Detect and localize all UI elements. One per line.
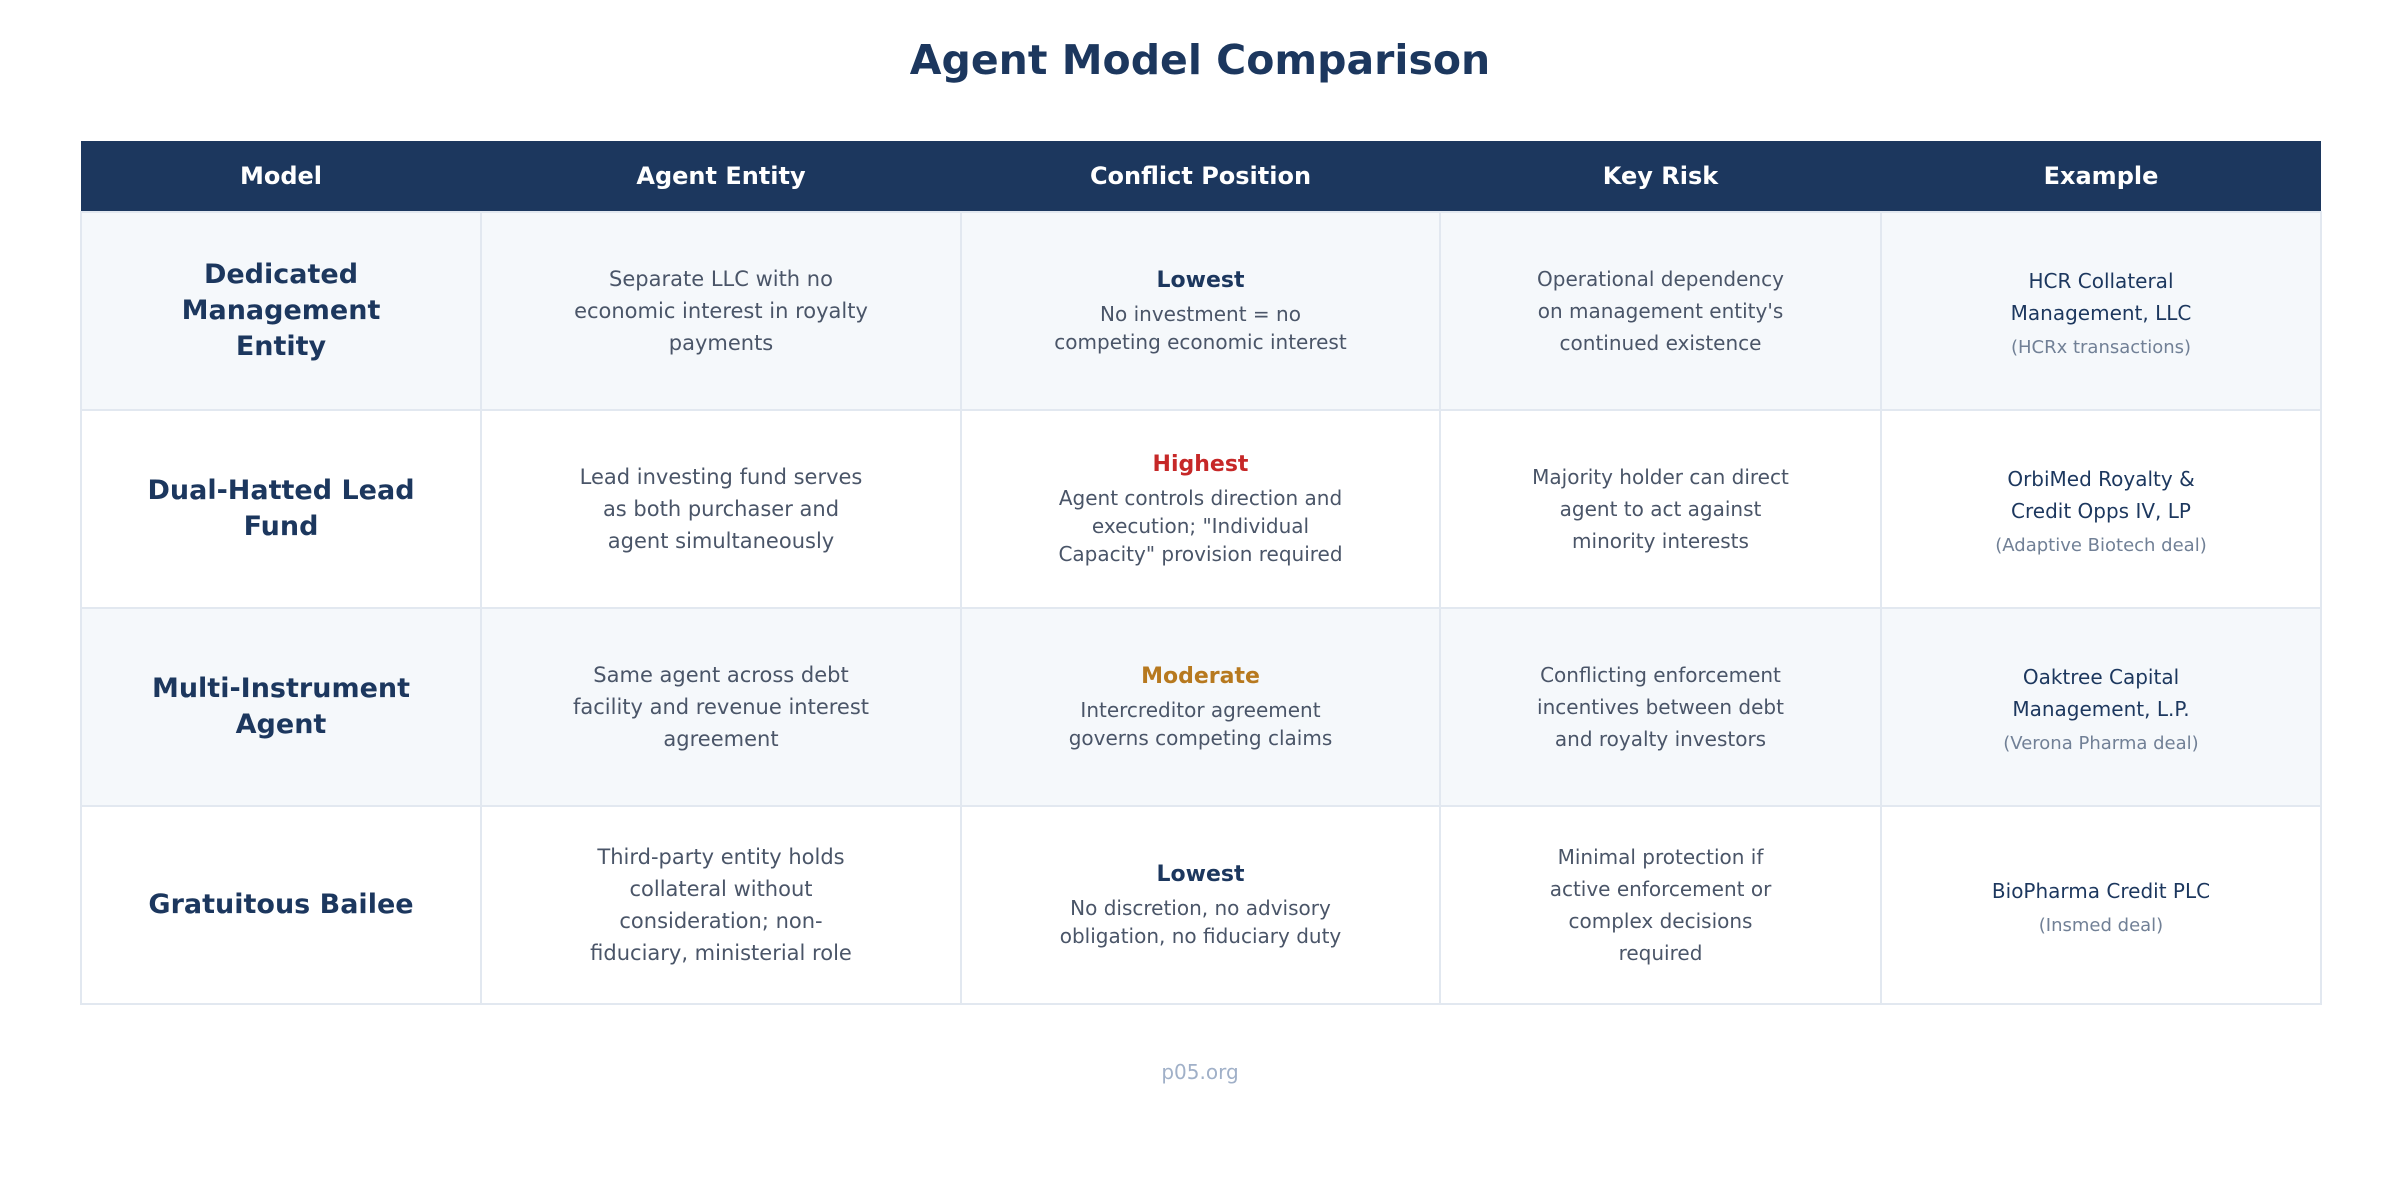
table-row: Gratuitous Bailee Third-party entity hold… (80, 805, 2322, 1005)
table-row: Dedicated Management Entity Separate LLC … (80, 211, 2322, 411)
cell-model: Gratuitous Bailee (80, 805, 482, 1005)
example-note: (Adaptive Biotech deal) (1995, 534, 2207, 556)
cell-model: Multi-Instrument Agent (80, 607, 482, 807)
cell-agent-entity: Third-party entity holds collateral with… (480, 805, 962, 1005)
conflict-level-label: Highest (1152, 452, 1249, 477)
model-name: Dedicated Management Entity (181, 259, 381, 362)
cell-model: Dedicated Management Entity (80, 211, 482, 411)
model-name: Multi-Instrument Agent (151, 673, 411, 740)
column-header-conflict-position: Conflict Position (961, 141, 1440, 212)
key-risk-text: Conflicting enforcement incentives betwe… (1537, 663, 1784, 751)
cell-conflict-position: Lowest No investment = no competing econo… (960, 211, 1441, 411)
table-row: Dual-Hatted Lead Fund Lead investing fund… (80, 409, 2322, 609)
cell-conflict-position: Lowest No discretion, no advisory obligat… (960, 805, 1441, 1005)
model-name: Dual-Hatted Lead Fund (147, 475, 415, 542)
example-name: OrbiMed Royalty & Credit Opps IV, LP (2007, 466, 2195, 523)
cell-example: Oaktree Capital Management, L.P. (Verona … (1880, 607, 2322, 807)
agent-entity-text: Same agent across debt facility and reve… (572, 663, 870, 751)
agent-entity-text: Lead investing fund serves as both purch… (579, 465, 863, 553)
example-name: HCR Collateral Management, LLC (2010, 268, 2192, 325)
example-name: BioPharma Credit PLC (1991, 878, 2211, 903)
comparison-table: Model Agent Entity Conflict Position Key… (80, 141, 2322, 1005)
cell-example: BioPharma Credit PLC (Insmed deal) (1880, 805, 2322, 1005)
conflict-level-label: Moderate (1141, 664, 1260, 689)
example-note: (Insmed deal) (2038, 914, 2164, 936)
column-header-model: Model (81, 141, 481, 212)
page-title: Agent Model Comparison (909, 36, 1491, 84)
cell-example: OrbiMed Royalty & Credit Opps IV, LP (Ada… (1880, 409, 2322, 609)
model-name: Gratuitous Bailee (148, 889, 414, 920)
cell-key-risk: Conflicting enforcement incentives betwe… (1439, 607, 1882, 807)
conflict-description: No discretion, no advisory obligation, n… (1059, 896, 1342, 948)
column-header-agent-entity: Agent Entity (481, 141, 961, 212)
cell-key-risk: Majority holder can direct agent to act … (1439, 409, 1882, 609)
example-note: (HCRx transactions) (2010, 336, 2192, 358)
conflict-description: No investment = no competing economic in… (1054, 302, 1347, 354)
cell-agent-entity: Separate LLC with no economic interest i… (480, 211, 962, 411)
conflict-level-label: Lowest (1156, 268, 1245, 293)
agent-entity-text: Third-party entity holds collateral with… (590, 845, 852, 965)
column-header-key-risk: Key Risk (1440, 141, 1881, 212)
cell-key-risk: Minimal protection if active enforcement… (1439, 805, 1882, 1005)
cell-agent-entity: Lead investing fund serves as both purch… (480, 409, 962, 609)
table-header-row: Model Agent Entity Conflict Position Key… (81, 141, 2321, 212)
cell-example: HCR Collateral Management, LLC (HCRx tran… (1880, 211, 2322, 411)
example-name: Oaktree Capital Management, L.P. (2012, 664, 2190, 721)
cell-agent-entity: Same agent across debt facility and reve… (480, 607, 962, 807)
key-risk-text: Majority holder can direct agent to act … (1532, 465, 1789, 553)
agent-entity-text: Separate LLC with no economic interest i… (574, 267, 868, 355)
column-header-example: Example (1881, 141, 2321, 212)
table-row: Multi-Instrument Agent Same agent across … (80, 607, 2322, 807)
cell-model: Dual-Hatted Lead Fund (80, 409, 482, 609)
key-risk-text: Minimal protection if active enforcement… (1549, 845, 1772, 965)
example-note: (Verona Pharma deal) (2003, 732, 2199, 754)
footer-source: p05.org (1161, 1060, 1239, 1084)
conflict-level-label: Lowest (1156, 862, 1245, 887)
key-risk-text: Operational dependency on management ent… (1537, 267, 1784, 355)
conflict-description: Intercreditor agreement governs competin… (1068, 698, 1333, 750)
cell-key-risk: Operational dependency on management ent… (1439, 211, 1882, 411)
conflict-description: Agent controls direction and execution; … (1058, 486, 1343, 566)
